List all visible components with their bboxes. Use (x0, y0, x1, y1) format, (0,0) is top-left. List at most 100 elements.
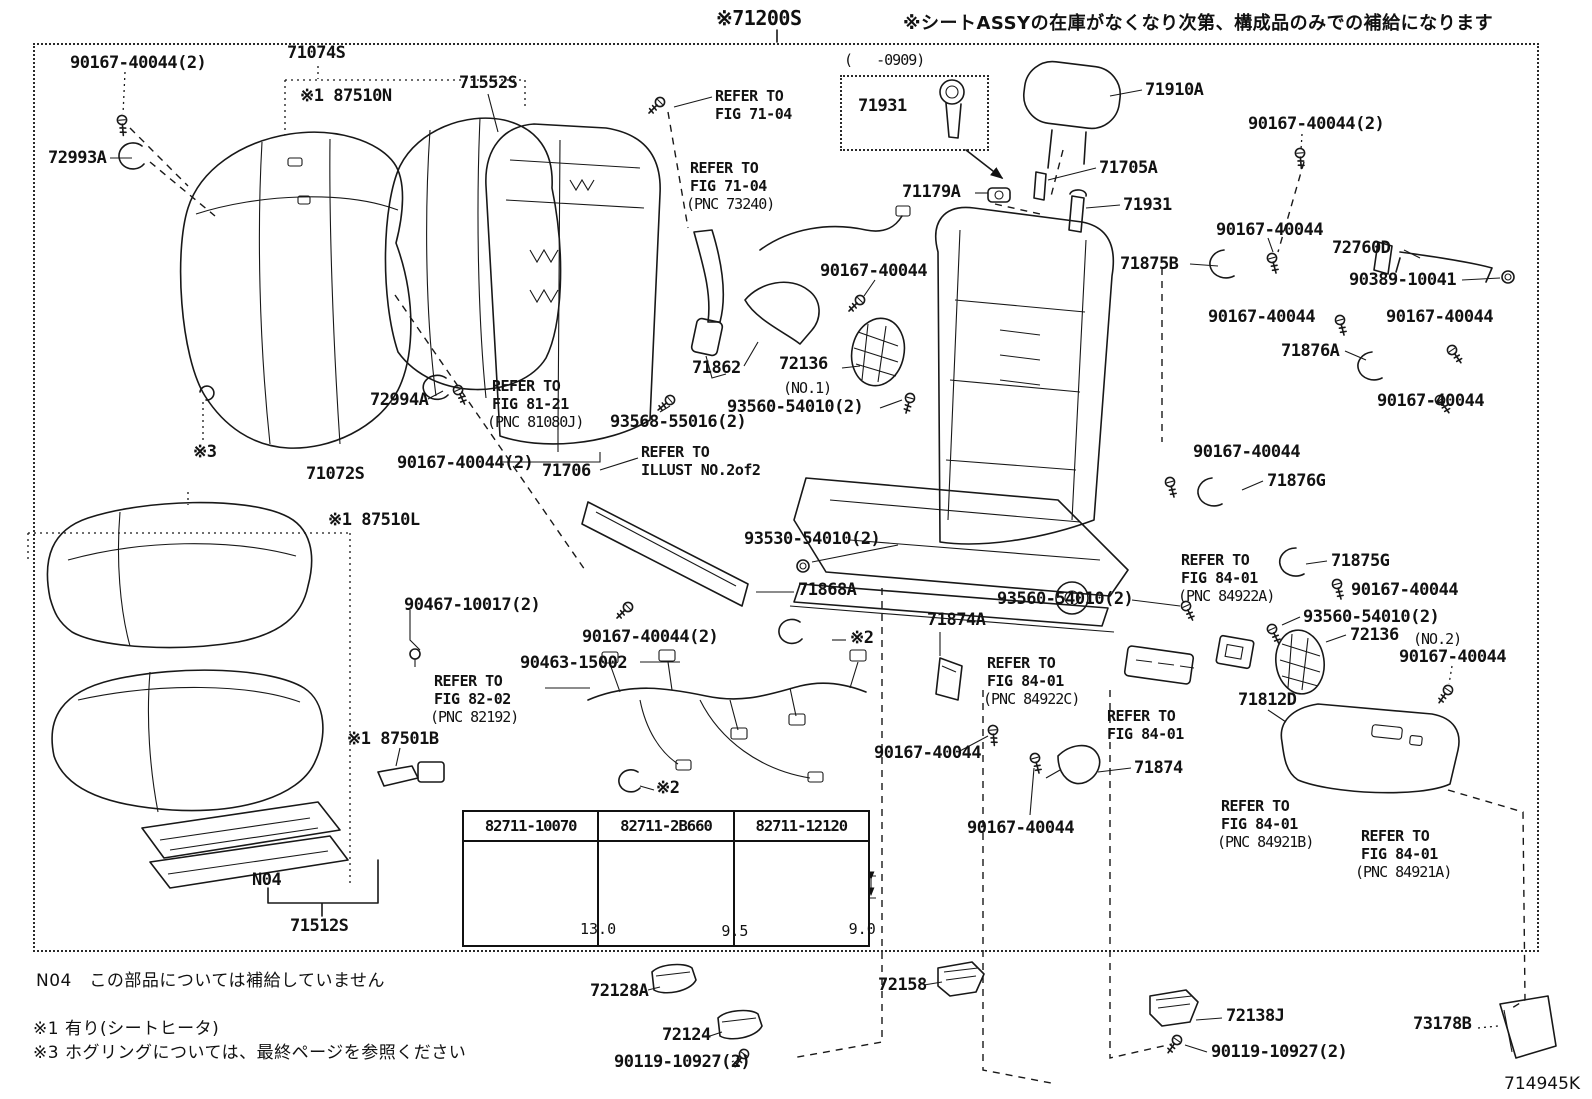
part-label: FIG 81-21 (492, 395, 569, 413)
part-label: 90167-40044 (967, 818, 1075, 838)
part-label: 90389-10041 (1349, 270, 1457, 290)
part-label: REFER TO (987, 654, 1056, 672)
part-label: 90167-40044 (1377, 391, 1485, 411)
part-label: ※1 87510L (328, 510, 420, 530)
part-label: 71868A (798, 580, 857, 600)
part-label: 93560-54010(2) (1303, 607, 1440, 627)
part-label: REFER TO (641, 443, 710, 461)
part-label: 71074S (287, 43, 346, 63)
note-n04: N04 この部品については補給していません (36, 971, 385, 991)
clip-column: 82711-2B660 9.5 (599, 812, 748, 945)
part-label: 71072S (306, 464, 365, 484)
part-label: 71931 (1123, 195, 1172, 215)
part-label: FIG 84-01 (1221, 815, 1298, 833)
part-label: 73178B (1413, 1014, 1472, 1034)
part-label: 71705A (1099, 158, 1158, 178)
part-label: ※2 (656, 778, 680, 798)
document-number: 714945K (1504, 1074, 1581, 1094)
part-label: 90119-10927(2) (1211, 1042, 1348, 1062)
clip-drawing-cell: 9.0 (735, 842, 876, 945)
supply-notice: ※シートASSYの在庫がなくなり次第、構成品のみでの補給になります (903, 13, 1494, 34)
part-label: FIG 71-04 (690, 177, 767, 195)
part-label: 72760D (1332, 238, 1391, 258)
diagram-border (33, 43, 1539, 952)
part-label: FIG 84-01 (1107, 725, 1184, 743)
part-label: 72124 (662, 1025, 711, 1045)
part-label: (PNC 84921A) (1355, 863, 1452, 881)
part-label: 90167-40044 (1399, 647, 1507, 667)
clip-dimension: 9.5 (721, 922, 749, 940)
part-label: (PNC 84921B) (1217, 833, 1314, 851)
part-label: REFER TO (1361, 827, 1430, 845)
part-label: 90167-40044 (820, 261, 928, 281)
clip-dimension: 9.0 (848, 920, 876, 938)
part-label: ILLUST NO.2of2 (641, 461, 761, 479)
figure-code: ※71200S (716, 6, 802, 30)
part-label: 90167-40044(2) (582, 627, 719, 647)
part-label: 93530-54010(2) (744, 529, 881, 549)
part-label: FIG 71-04 (715, 105, 792, 123)
part-label: FIG 84-01 (1361, 845, 1438, 863)
part-label: (PNC 84922C) (983, 690, 1080, 708)
clip-drawing-cell: 9.5 (599, 842, 748, 945)
part-label: 93568-55016(2) (610, 412, 747, 432)
part-label: 90167-40044(2) (397, 453, 534, 473)
part-label: 72136 (1350, 625, 1399, 645)
part-label: 71931 (858, 96, 907, 116)
part-label: 71876G (1267, 471, 1326, 491)
part-label: REFER TO (1221, 797, 1290, 815)
part-label: 90167-40044(2) (70, 53, 207, 73)
part-label: (PNC 81080J) (487, 413, 584, 431)
part-label: REFER TO (434, 672, 503, 690)
part-label: 72128A (590, 981, 649, 1001)
part-label: 71876A (1281, 341, 1340, 361)
part-label: 71910A (1145, 80, 1204, 100)
part-label: 71552S (459, 73, 518, 93)
part-label: 71179A (902, 182, 961, 202)
part-label: REFER TO (492, 377, 561, 395)
part-label: 90167-40044 (1193, 442, 1301, 462)
part-label: 71874A (927, 610, 986, 630)
part-label: (PNC 73240) (686, 195, 775, 213)
note-3: ※3 ホグリングについては、最終ページを参照ください (33, 1043, 467, 1063)
part-label: 71706 (542, 461, 591, 481)
part-label: ※1 87510N (300, 86, 392, 106)
part-label: 90463-15002 (520, 653, 628, 673)
part-label: (NO.1) (783, 379, 832, 397)
clip-part-number: 82711-10070 (464, 812, 598, 842)
part-label: REFER TO (1107, 707, 1176, 725)
part-label: 71874 (1134, 758, 1183, 778)
part-label: FIG 84-01 (987, 672, 1064, 690)
clip-part-number: 82711-2B660 (599, 812, 733, 842)
part-label: 72158 (878, 975, 927, 995)
part-label: 71875G (1331, 551, 1390, 571)
part-label: ( -0909) (844, 51, 925, 69)
clip-column: 82711-12120 9.0 (734, 812, 876, 945)
part-label: (PNC 84922A) (1178, 587, 1275, 605)
note-1: ※1 有り(シートヒータ) (33, 1019, 220, 1039)
part-label: 93560-54010(2) (997, 589, 1134, 609)
part-label: N04 (252, 870, 282, 890)
part-label: 90119-10927(2) (614, 1052, 751, 1072)
part-label: 71875B (1120, 254, 1179, 274)
part-label: 90167-40044 (1351, 580, 1459, 600)
part-label: 72993A (48, 148, 107, 168)
part-label: 71812D (1238, 690, 1297, 710)
part-label: 72136 (779, 354, 828, 374)
part-label: 90167-40044(2) (1248, 114, 1385, 134)
part-label: 72138J (1226, 1006, 1285, 1026)
part-label: 90167-40044 (874, 743, 982, 763)
part-label: REFER TO (690, 159, 759, 177)
clip-column: 82711-10070 13.0 (464, 812, 616, 945)
part-label: REFER TO (1181, 551, 1250, 569)
part-label: ※1 87501B (347, 729, 439, 749)
part-label: FIG 82-02 (434, 690, 511, 708)
part-label: 72994A (370, 390, 429, 410)
part-label: (NO.2) (1413, 630, 1462, 648)
clip-dimension: 13.0 (580, 920, 617, 938)
part-label: (PNC 82192) (430, 708, 519, 726)
clip-size-table: 82711-10070 13.0 82711-2B660 9.5 82711-1… (462, 810, 876, 947)
part-label: 90167-40044 (1216, 220, 1324, 240)
part-label: ※3 (193, 442, 217, 462)
